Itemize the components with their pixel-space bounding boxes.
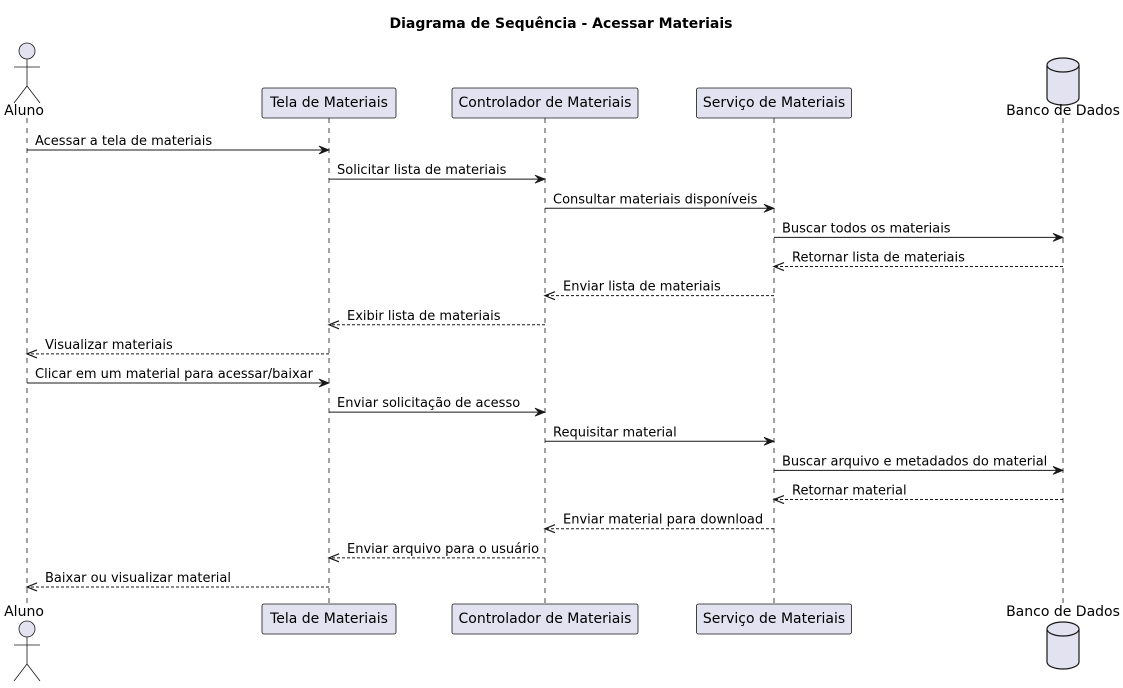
message-label: Baixar ou visualizar material [45,571,231,586]
message-label: Solicitar lista de materiais [337,163,507,178]
participant-label: Tela de Materiais [269,611,388,627]
message-9: Clicar em um material para acessar/baixa… [27,367,331,388]
message-8: Visualizar materiais [25,338,329,359]
participant-box [261,603,397,635]
lifelines [26,118,1064,604]
message-label: Acessar a tela de materiais [35,134,212,149]
participant-label: Tela de Materiais [269,95,388,111]
arrowhead-open [25,582,38,592]
message-15: Enviar arquivo para o usuário [327,542,545,563]
participant-label: Controlador de Materiais [459,611,632,627]
arrowhead-open [327,553,340,563]
arrowhead-filled [534,407,547,417]
arrowhead-filled [318,145,331,155]
arrowhead-open [772,261,785,272]
message-5: Retornar lista de materiais [772,251,1063,272]
arrowhead-open [772,495,785,505]
participants-bottom: Aluno Tela de Materiais Controlador de Mat… [4,603,1120,682]
database-banco-bottom: Banco de Dados [1006,604,1120,670]
participant-box [451,87,639,119]
participant-box [261,87,397,119]
message-label: Consultar materiais disponíveis [553,192,758,207]
database-label: Banco de Dados [1006,604,1120,620]
message-label: Retornar material [792,484,907,499]
participant-box [696,603,852,635]
arrowhead-open [25,349,38,359]
message-2: Solicitar lista de materiais [329,163,547,184]
participant-label: Serviço de Materiais [703,95,845,111]
participants-top: Aluno Tela de Materiais Controlador de Mat… [4,42,1120,119]
message-13: Retornar material [772,484,1063,505]
message-label: Enviar material para download [563,513,763,528]
actor-icon [13,42,41,104]
actor-aluno-top: Aluno [4,42,44,119]
arrowhead-filled [763,436,776,446]
participant-servico-bottom: Serviço de Materiais [696,603,852,635]
arrowhead-filled [534,174,547,184]
actor-icon [13,620,41,682]
arrowhead-open [543,524,556,534]
arrowhead-filled [1052,233,1065,242]
message-label: Exibir lista de materiais [347,309,501,324]
participant-box [696,87,852,119]
arrowhead-filled [318,378,331,388]
diagram-title: Diagrama de Sequência - Acessar Materiai… [389,16,732,32]
arrowhead-filled [1052,466,1065,475]
message-label: Enviar solicitação de acesso [337,396,520,411]
message-16: Baixar ou visualizar material [25,571,329,592]
participant-controlador-top: Controlador de Materiais [451,87,639,119]
message-label: Retornar lista de materiais [792,251,965,266]
message-label: Buscar arquivo e metadados do material [782,454,1047,469]
participant-tela-bottom: Tela de Materiais [261,603,397,635]
message-4: Buscar todos os materiais [774,221,1065,242]
arrowhead-open [327,320,340,330]
arrowhead-open [543,291,556,301]
actor-aluno-bottom: Aluno [4,604,44,682]
message-11: Requisitar material [545,425,776,446]
arrowhead-filled [763,203,776,213]
participant-tela-top: Tela de Materiais [261,87,397,119]
database-label: Banco de Dados [1006,103,1120,119]
participant-label: Serviço de Materiais [703,611,845,627]
message-7: Exibir lista de materiais [327,309,545,330]
participant-servico-top: Serviço de Materiais [696,87,852,119]
message-label: Visualizar materiais [45,338,173,353]
message-3: Consultar materiais disponíveis [545,192,776,213]
message-10: Enviar solicitação de acesso [329,396,547,417]
participant-label: Controlador de Materiais [459,95,632,111]
message-14: Enviar material para download [543,513,774,534]
message-label: Enviar arquivo para o usuário [347,542,539,557]
message-label: Clicar em um material para acessar/baixa… [35,367,314,382]
participant-controlador-bottom: Controlador de Materiais [451,603,639,635]
message-label: Enviar lista de materiais [563,280,721,295]
message-1: Acessar a tela de materiais [27,134,331,155]
actor-label: Aluno [4,604,44,620]
participant-box [451,603,639,635]
database-banco-top: Banco de Dados [1006,57,1120,119]
message-6: Enviar lista de materiais [543,280,774,301]
actor-label: Aluno [4,103,44,119]
message-label: Requisitar material [553,425,677,440]
message-label: Buscar todos os materiais [782,221,951,236]
database-icon [1046,621,1080,670]
message-12: Buscar arquivo e metadados do material [774,454,1065,475]
database-icon [1046,57,1080,106]
